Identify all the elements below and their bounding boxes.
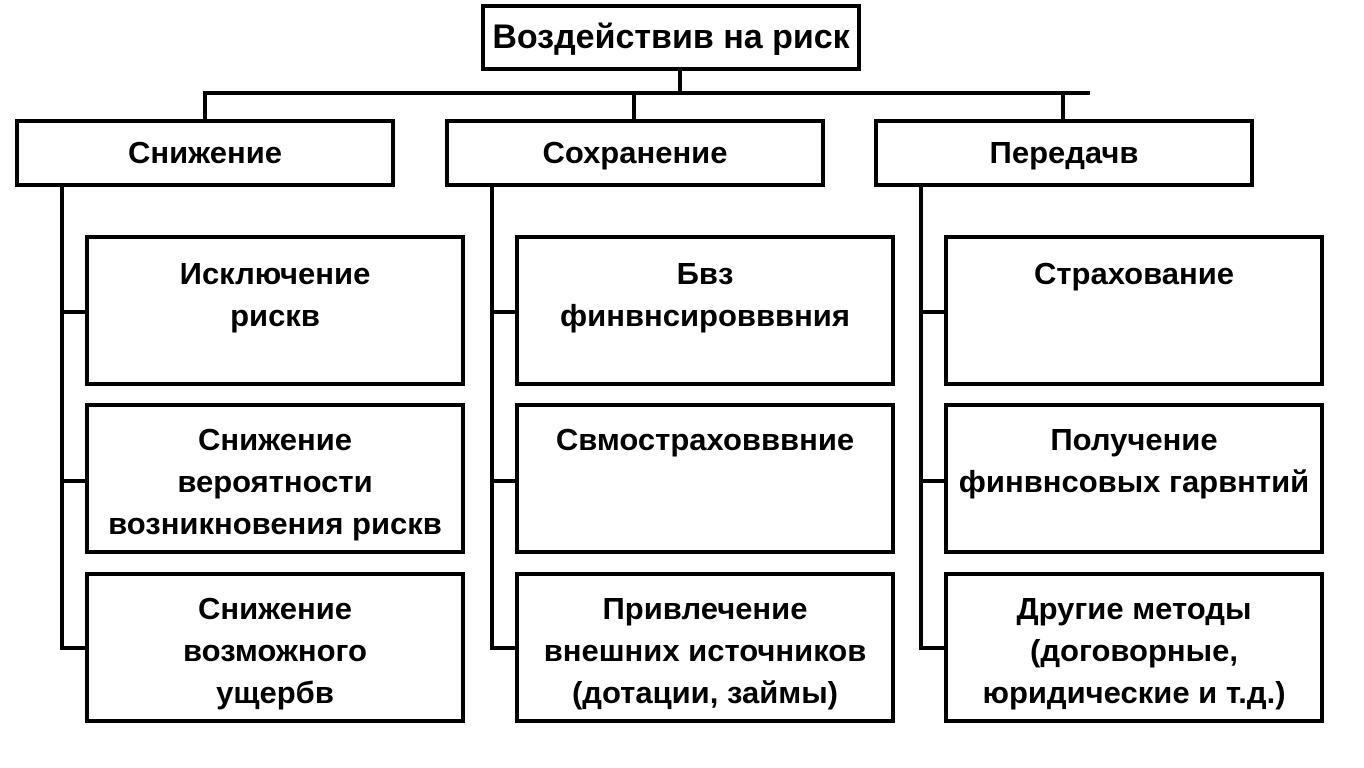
item-risk-elimination: Исключение рискв [85, 235, 465, 386]
item-no-financing: Бвз финвнсировввния [515, 235, 895, 386]
category-label: Снижение [127, 135, 282, 170]
item-label: Свмостраховввние [555, 422, 855, 457]
item-self-insurance: Свмостраховввние [515, 403, 895, 554]
item-external-sources: Привлечение внешних источников (дотации,… [515, 572, 895, 723]
item-financial-guarantees: Получение финвнсовых гарвнтий [944, 403, 1324, 554]
item-other-methods: Другие методы (договорные, юридические и… [944, 572, 1324, 723]
item-probability-reduction: Снижение вероятности возникновения рискв [85, 403, 465, 554]
category-reduction: Снижение [15, 119, 395, 187]
item-label: Другие методы (договорные, юридические и… [982, 591, 1286, 710]
category-transfer: Передачв [874, 119, 1254, 187]
item-label: Получение финвнсовых гарвнтий [958, 422, 1310, 499]
item-label: Исключение рискв [179, 256, 371, 333]
root-node-label: Воздействив на риск [492, 18, 850, 56]
category-label: Передачв [989, 135, 1139, 170]
root-node: Воздействив на риск [481, 4, 861, 71]
item-label: Страхование [1033, 256, 1235, 291]
category-retention: Сохранение [445, 119, 825, 187]
item-insurance: Страхование [944, 235, 1324, 386]
item-label: Бвз финвнсировввния [560, 256, 850, 333]
item-label: Снижение вероятности возникновения рискв [108, 422, 442, 541]
item-damage-reduction: Снижение возможного ущербв [85, 572, 465, 723]
item-label: Снижение возможного ущербв [183, 591, 367, 710]
item-label: Привлечение внешних источников (дотации,… [543, 591, 867, 710]
category-label: Сохранение [542, 135, 728, 170]
